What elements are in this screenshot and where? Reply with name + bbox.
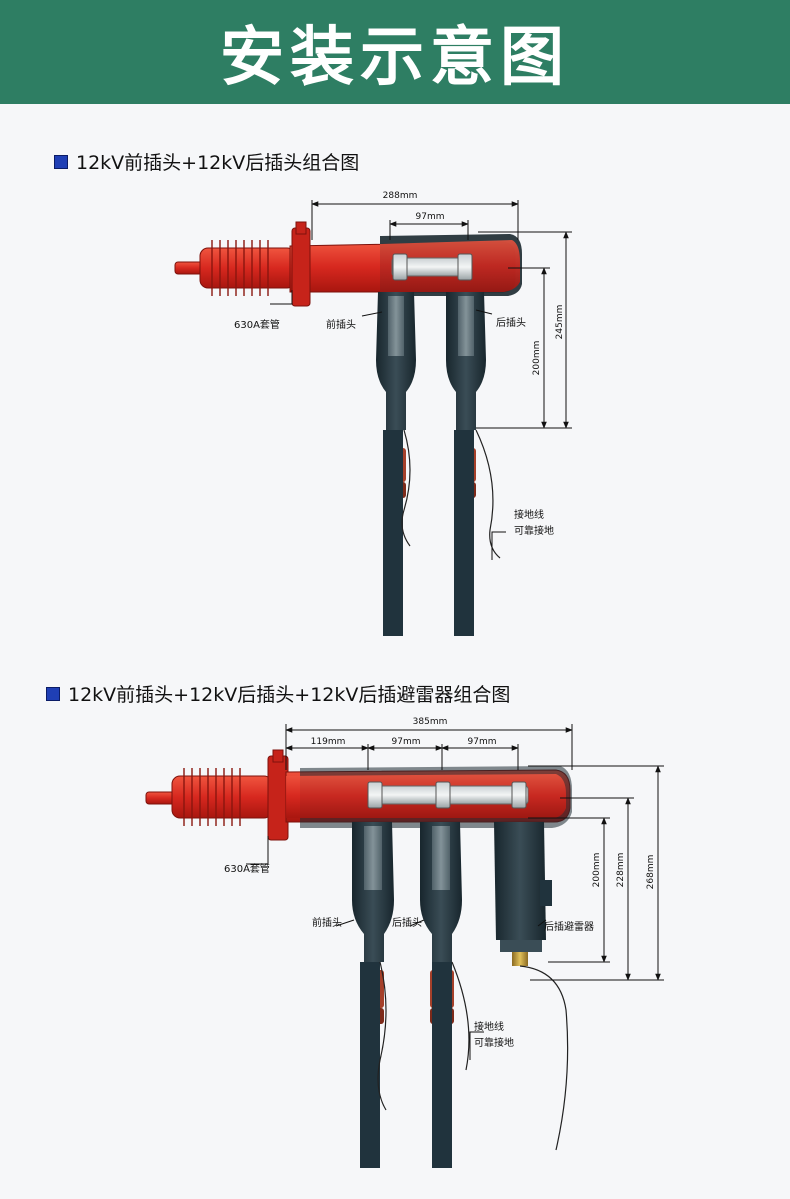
section-title-1: 12kV前插头+12kV后插头组合图 — [76, 152, 360, 174]
dim-height-b: 228mm — [616, 853, 626, 888]
dim-height-a: 200mm — [592, 853, 602, 888]
section-heading-1: 12kV前插头+12kV后插头组合图 — [54, 148, 359, 175]
ground-wire — [401, 429, 411, 547]
dim-spacing-b: 97mm — [392, 737, 421, 747]
label-bushing: 630A套管 — [224, 862, 270, 875]
dimension-lines — [246, 724, 664, 1060]
label-front-plug: 前插头 — [312, 916, 342, 929]
mounting-flange — [267, 755, 289, 841]
dim-spacing-a: 119mm — [311, 737, 346, 747]
label-reliable-ground: 可靠接地 — [514, 524, 554, 537]
bushing-sheds — [145, 768, 273, 826]
mounting-flange — [291, 227, 311, 307]
diagram-1: 288mm 97mm 245mm 200mm 630A套管 前插头 后插头 接地… — [174, 191, 572, 636]
label-reliable-ground: 可靠接地 — [474, 1036, 514, 1049]
label-bushing: 630A套管 — [234, 318, 280, 331]
section-heading-2: 12kV前插头+12kV后插头+12kV后插避雷器组合图 — [46, 680, 510, 707]
label-arrester: 后插避雷器 — [544, 920, 594, 933]
diagram-2: 385mm 119mm 97mm 97mm 200mm 228mm 268mm … — [145, 717, 664, 1168]
label-front-plug: 前插头 — [326, 318, 356, 331]
dim-spacing-c: 97mm — [468, 737, 497, 747]
rear-plug-housing — [420, 822, 462, 962]
dim-total-width: 288mm — [383, 191, 418, 201]
front-plug-housing — [376, 292, 416, 430]
dim-height-outer: 245mm — [555, 305, 565, 340]
dim-height-c: 268mm — [646, 855, 656, 890]
section-title-2: 12kV前插头+12kV后插头+12kV后插避雷器组合图 — [68, 684, 511, 706]
ground-wire — [377, 961, 387, 1111]
label-rear-plug: 后插头 — [392, 916, 422, 929]
header-banner: 安装示意图 — [0, 0, 790, 104]
arrester-ground-terminal — [512, 952, 528, 966]
front-cable — [360, 962, 384, 1168]
square-bullet-icon — [46, 686, 60, 701]
dim-total-width: 385mm — [413, 717, 448, 727]
rear-cable — [430, 962, 454, 1168]
front-cable — [383, 430, 406, 636]
arrester-housing — [494, 822, 546, 940]
label-ground-line: 接地线 — [474, 1020, 504, 1033]
page-title: 安装示意图 — [220, 21, 570, 95]
square-bullet-icon — [54, 154, 68, 169]
front-plug-housing — [352, 822, 394, 962]
dimension-lines — [270, 200, 572, 560]
rear-cable — [454, 430, 476, 636]
dim-spacing: 97mm — [416, 212, 445, 222]
label-rear-plug: 后插头 — [496, 316, 526, 329]
dim-height-inner: 200mm — [532, 341, 542, 376]
label-ground-line: 接地线 — [514, 508, 544, 521]
rear-plug-housing — [446, 292, 486, 430]
bushing-sheds — [174, 240, 296, 296]
